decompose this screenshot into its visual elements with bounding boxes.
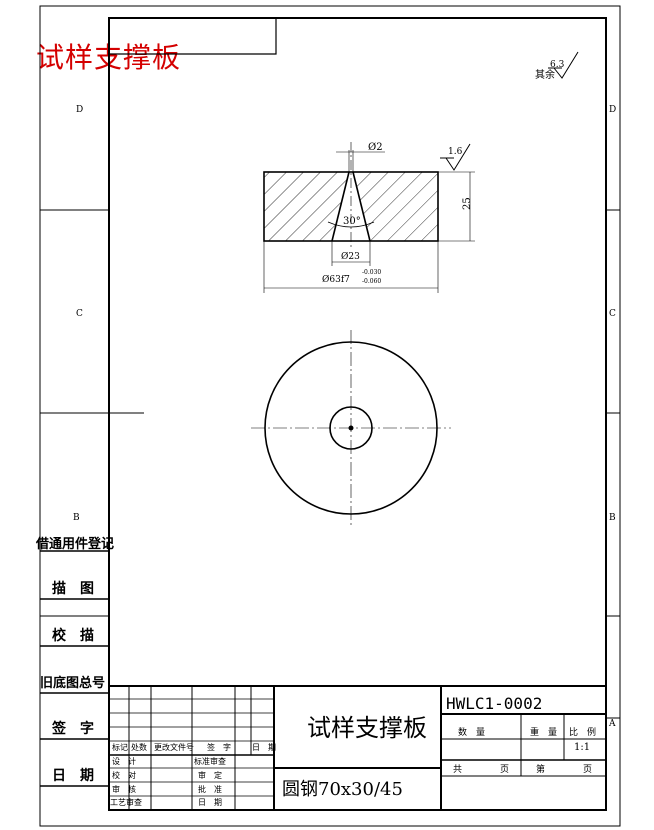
dim-top-hole: Ø2 [336,142,385,172]
sheet-label: 页 [500,765,510,775]
rev-date: 日 期 [252,743,276,752]
scale-value: 1:1 [574,742,591,753]
rev-count: 处数 [131,743,147,752]
dim-bottom-hole: Ø23 [331,241,371,266]
zone-label-right: A [608,719,616,729]
rev-file: 更改文件号 [154,743,194,752]
scale-label: 比 例 [569,728,597,738]
zone-label-right: D [609,105,616,115]
side-label-trace: 描 图 [52,581,94,597]
inner-frame [108,17,607,811]
review-label: 审 核 [112,785,136,794]
page-label: 页 [583,765,593,775]
rev-sign: 签 字 [207,743,231,752]
side-label-old-drawing-no: 旧底图总号 [40,676,106,691]
zone-label-right: C [609,309,616,319]
material: 圆钢70x30/45 [282,779,403,800]
outer-border [39,5,621,827]
roughness-symbol: 6.3 其余 [535,51,579,81]
approve-label: 批 准 [198,785,222,794]
svg-text:-0.030: -0.030 [362,269,381,276]
rev-mark: 标记 [112,743,128,752]
qty-label: 数 量 [458,728,486,738]
std-review-label: 标准审查 [194,757,226,766]
proofread-label: 校 对 [112,771,136,780]
svg-text:-0.060: -0.060 [362,278,381,285]
section-view [263,142,439,250]
zone-label-left: D [76,105,83,115]
process-label: 工艺审查 [110,798,142,807]
part-name: 试样支撑板 [307,714,427,742]
side-label-date: 日 期 [52,768,94,784]
drawing-number: HWLC1-0002 [446,694,543,713]
title-block [109,685,606,810]
approve-check-label: 审 定 [198,771,222,780]
dim-angle: 30° [343,216,361,227]
side-label-borrow: 借通用件登记 [36,537,115,552]
plan-view [251,330,451,526]
roughness-local: 1.6 [440,143,471,171]
zone-label-right: B [609,513,616,523]
side-label-check-trace: 校 描 [52,628,94,644]
zone-label-left: B [73,513,80,523]
side-label-sign: 签 字 [52,721,94,737]
svg-text:6.3: 6.3 [550,60,565,70]
top-left-box [109,18,277,55]
of-label: 第 [536,765,546,775]
svg-text:其余: 其余 [535,68,555,81]
svg-text:1.6: 1.6 [448,147,463,157]
dim-height: 25 [438,171,475,242]
total-label: 共 [453,765,463,775]
side-column [40,550,109,787]
zone-label-left: C [76,309,83,319]
date-label: 日 期 [198,798,222,807]
svg-text:Ø2: Ø2 [368,142,383,153]
design-label: 设 计 [112,757,136,766]
dim-outer-diameter: Ø63f7 -0.030 -0.060 [263,241,439,293]
svg-text:Ø23: Ø23 [341,251,360,262]
svg-text:Ø63f7: Ø63f7 [322,274,350,285]
svg-text:25: 25 [462,197,473,210]
weight-label: 重 量 [530,728,558,738]
